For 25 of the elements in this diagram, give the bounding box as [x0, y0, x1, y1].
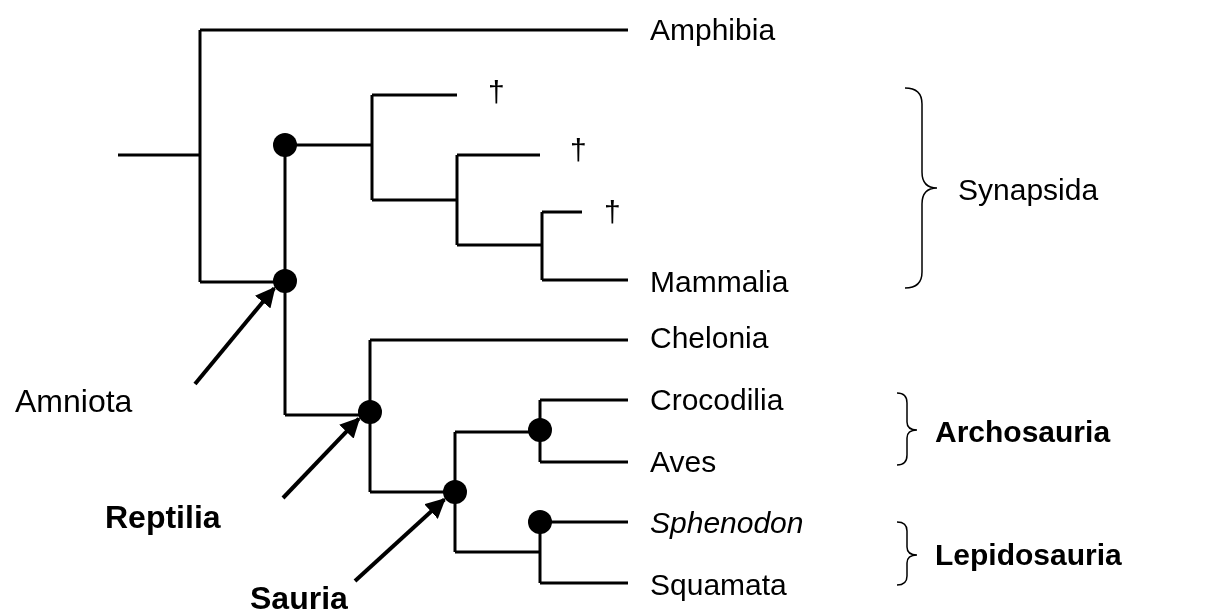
arrow	[281, 417, 361, 500]
node-dot	[528, 418, 552, 442]
taxon-label: Chelonia	[650, 323, 769, 353]
taxon-label: †	[570, 135, 587, 165]
clade-name: Sauria	[250, 582, 348, 614]
node-dot	[358, 400, 382, 424]
taxon-label: Mammalia	[650, 267, 789, 297]
node-dot	[273, 269, 297, 293]
arrow	[353, 497, 446, 583]
node-dot	[273, 133, 297, 157]
taxon-label: Sphenodon	[650, 508, 804, 538]
taxon-label: Lepidosauria	[935, 540, 1122, 570]
taxon-label: Synapsida	[958, 175, 1099, 205]
taxon-label: †	[604, 197, 621, 227]
clade-name: Amniota	[15, 385, 133, 417]
taxon-label: Aves	[650, 447, 717, 477]
clade-name: Reptilia	[105, 501, 221, 533]
taxon-label: Crocodilia	[650, 385, 784, 415]
taxon-label: Archosauria	[935, 417, 1111, 447]
taxon-label: Amphibia	[650, 15, 776, 45]
taxon-label: †	[488, 77, 505, 107]
taxon-label: Squamata	[650, 570, 787, 600]
arrow	[193, 286, 276, 386]
node-dot	[528, 510, 552, 534]
node-dot	[443, 480, 467, 504]
